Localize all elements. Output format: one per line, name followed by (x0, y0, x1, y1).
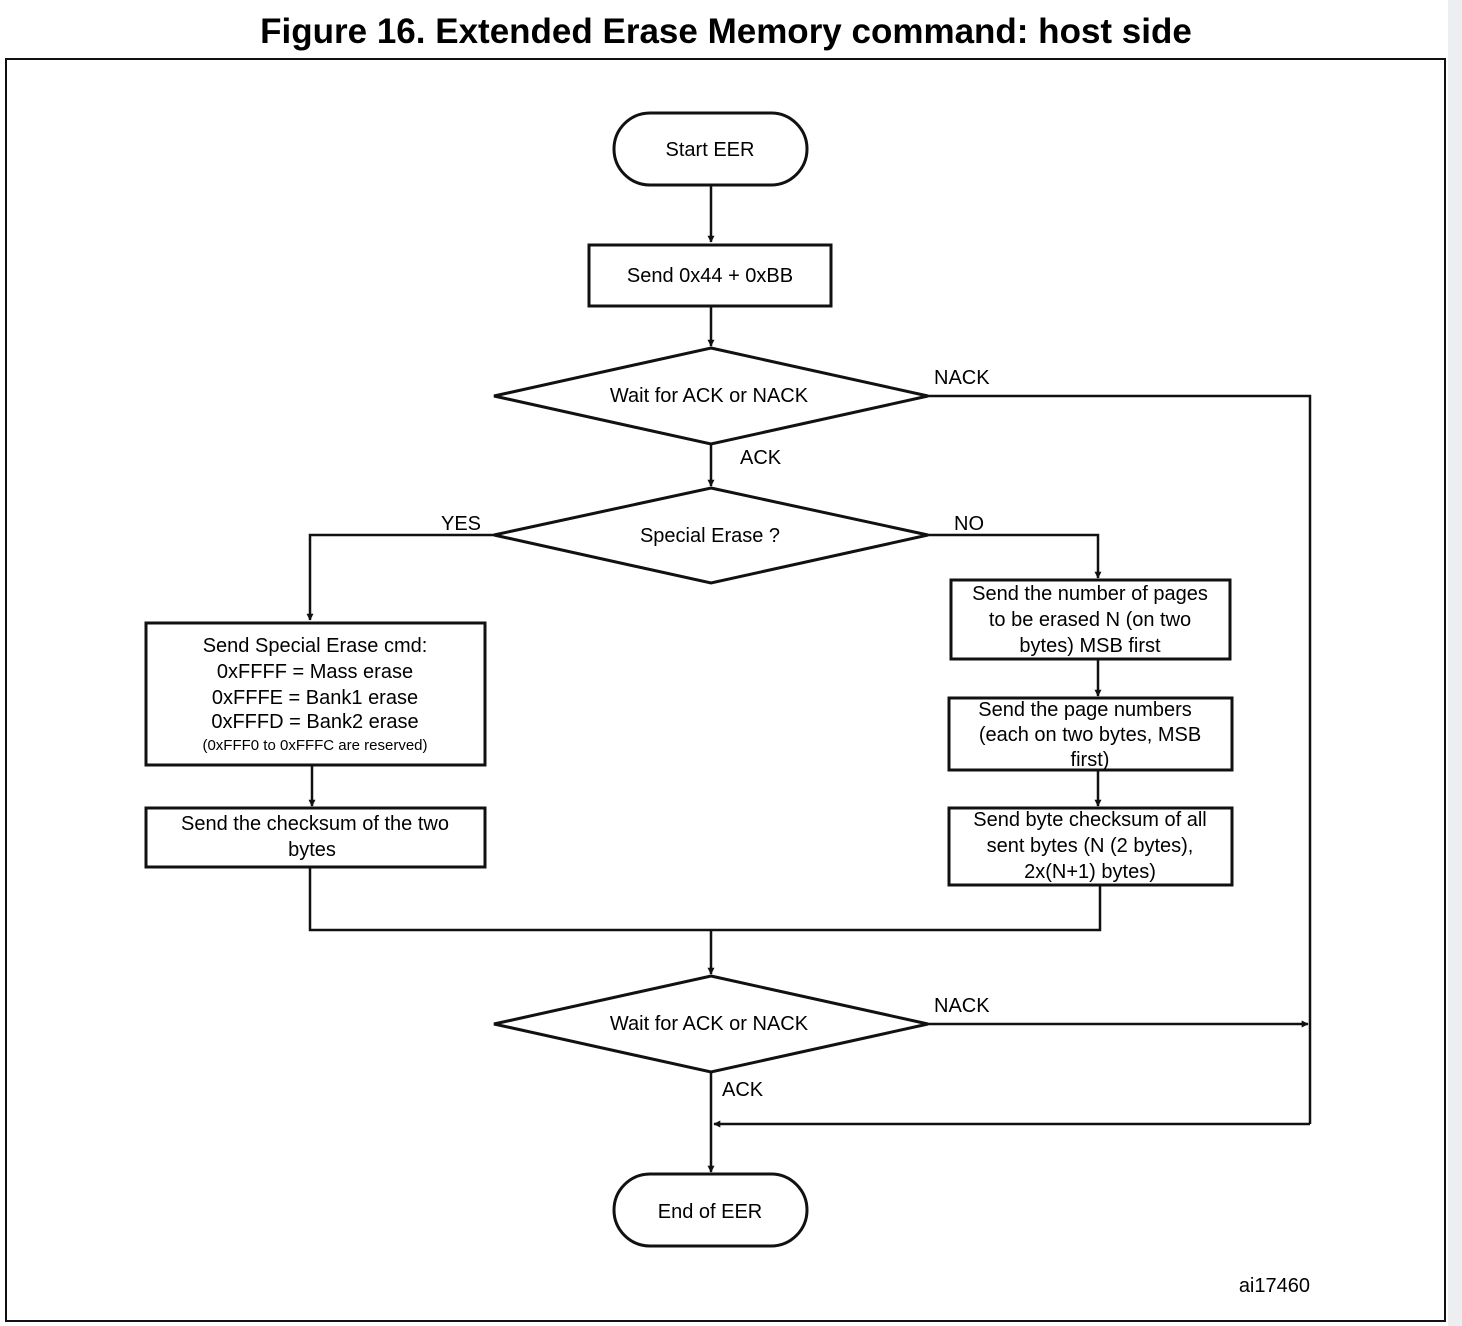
send-command-box: Send 0x44 + 0xBB (587, 243, 833, 308)
end-label: End of EER (658, 1201, 763, 1223)
byte-checksum-line-3: 2x(N+1) bytes) (1024, 861, 1156, 883)
wait-ack-1-label: Wait for ACK or NACK (610, 385, 809, 407)
byte-checksum-line-1: Send byte checksum of all (973, 809, 1206, 831)
page-numbers-line-1: Send the page numbers (978, 699, 1192, 721)
yes-label: YES (441, 513, 481, 535)
checksum-two-bytes-box: Send the checksum of the two bytes (144, 806, 487, 869)
send-command-label: Send 0x44 + 0xBB (627, 265, 793, 287)
special-cmd-line-2: 0xFFFF = Mass erase (217, 661, 413, 683)
special-cmd-line-1: Send Special Erase cmd: (203, 635, 428, 657)
no-label: NO (954, 513, 984, 535)
num-pages-line-3: bytes) MSB first (1019, 635, 1161, 657)
special-erase-label: Special Erase ? (640, 525, 780, 547)
page-numbers-line-2: (each on two bytes, MSB (979, 724, 1201, 746)
checksum-two-line-1: Send the checksum of the two (181, 813, 449, 835)
checksum-two-line-2: bytes (288, 839, 336, 861)
num-pages-line-1: Send the number of pages (972, 583, 1208, 605)
edge-special-yes (306, 533, 494, 621)
page-numbers-line-3: first) (1071, 749, 1110, 771)
special-cmd-line-5: (0xFFF0 to 0xFFFC are reserved) (202, 737, 427, 754)
nack-label-2: NACK (934, 995, 990, 1017)
byte-checksum-line-2: sent bytes (N (2 bytes), (987, 835, 1194, 857)
ack-label-2: ACK (722, 1079, 764, 1101)
edge-wait1-nack (928, 394, 1312, 1124)
special-cmd-line-3: 0xFFFE = Bank1 erase (212, 687, 418, 709)
figure-title: Figure 16. Extended Erase Memory command… (260, 12, 1192, 51)
page-edge-shade (1448, 0, 1462, 1326)
wait-ack-decision-2: Wait for ACK or NACK (493, 974, 929, 1074)
wait-ack-2-label: Wait for ACK or NACK (610, 1013, 809, 1035)
page-numbers-box: Send the page numbers (each on two bytes… (947, 696, 1234, 772)
edge-special-no (928, 533, 1102, 579)
wait-ack-decision-1: Wait for ACK or NACK (493, 346, 929, 446)
byte-checksum-box: Send byte checksum of all sent bytes (N … (947, 806, 1234, 887)
num-pages-line-2: to be erased N (on two (989, 609, 1191, 631)
special-cmd-line-4: 0xFFFD = Bank2 erase (211, 711, 418, 733)
edge-merge (308, 868, 1102, 932)
connectors (306, 186, 1312, 1173)
special-erase-decision: Special Erase ? (493, 486, 929, 585)
nack-label-1: NACK (934, 367, 990, 389)
figure-id-label: ai17460 (1239, 1275, 1310, 1297)
end-terminal: End of EER (612, 1172, 809, 1248)
figure-frame (5, 58, 1446, 1322)
start-terminal: Start EER (612, 111, 809, 187)
special-erase-cmd-box: Send Special Erase cmd: 0xFFFF = Mass er… (144, 621, 487, 767)
num-pages-box: Send the number of pages to be erased N … (949, 578, 1232, 661)
start-label: Start EER (666, 139, 755, 161)
ack-label-1: ACK (740, 447, 782, 469)
